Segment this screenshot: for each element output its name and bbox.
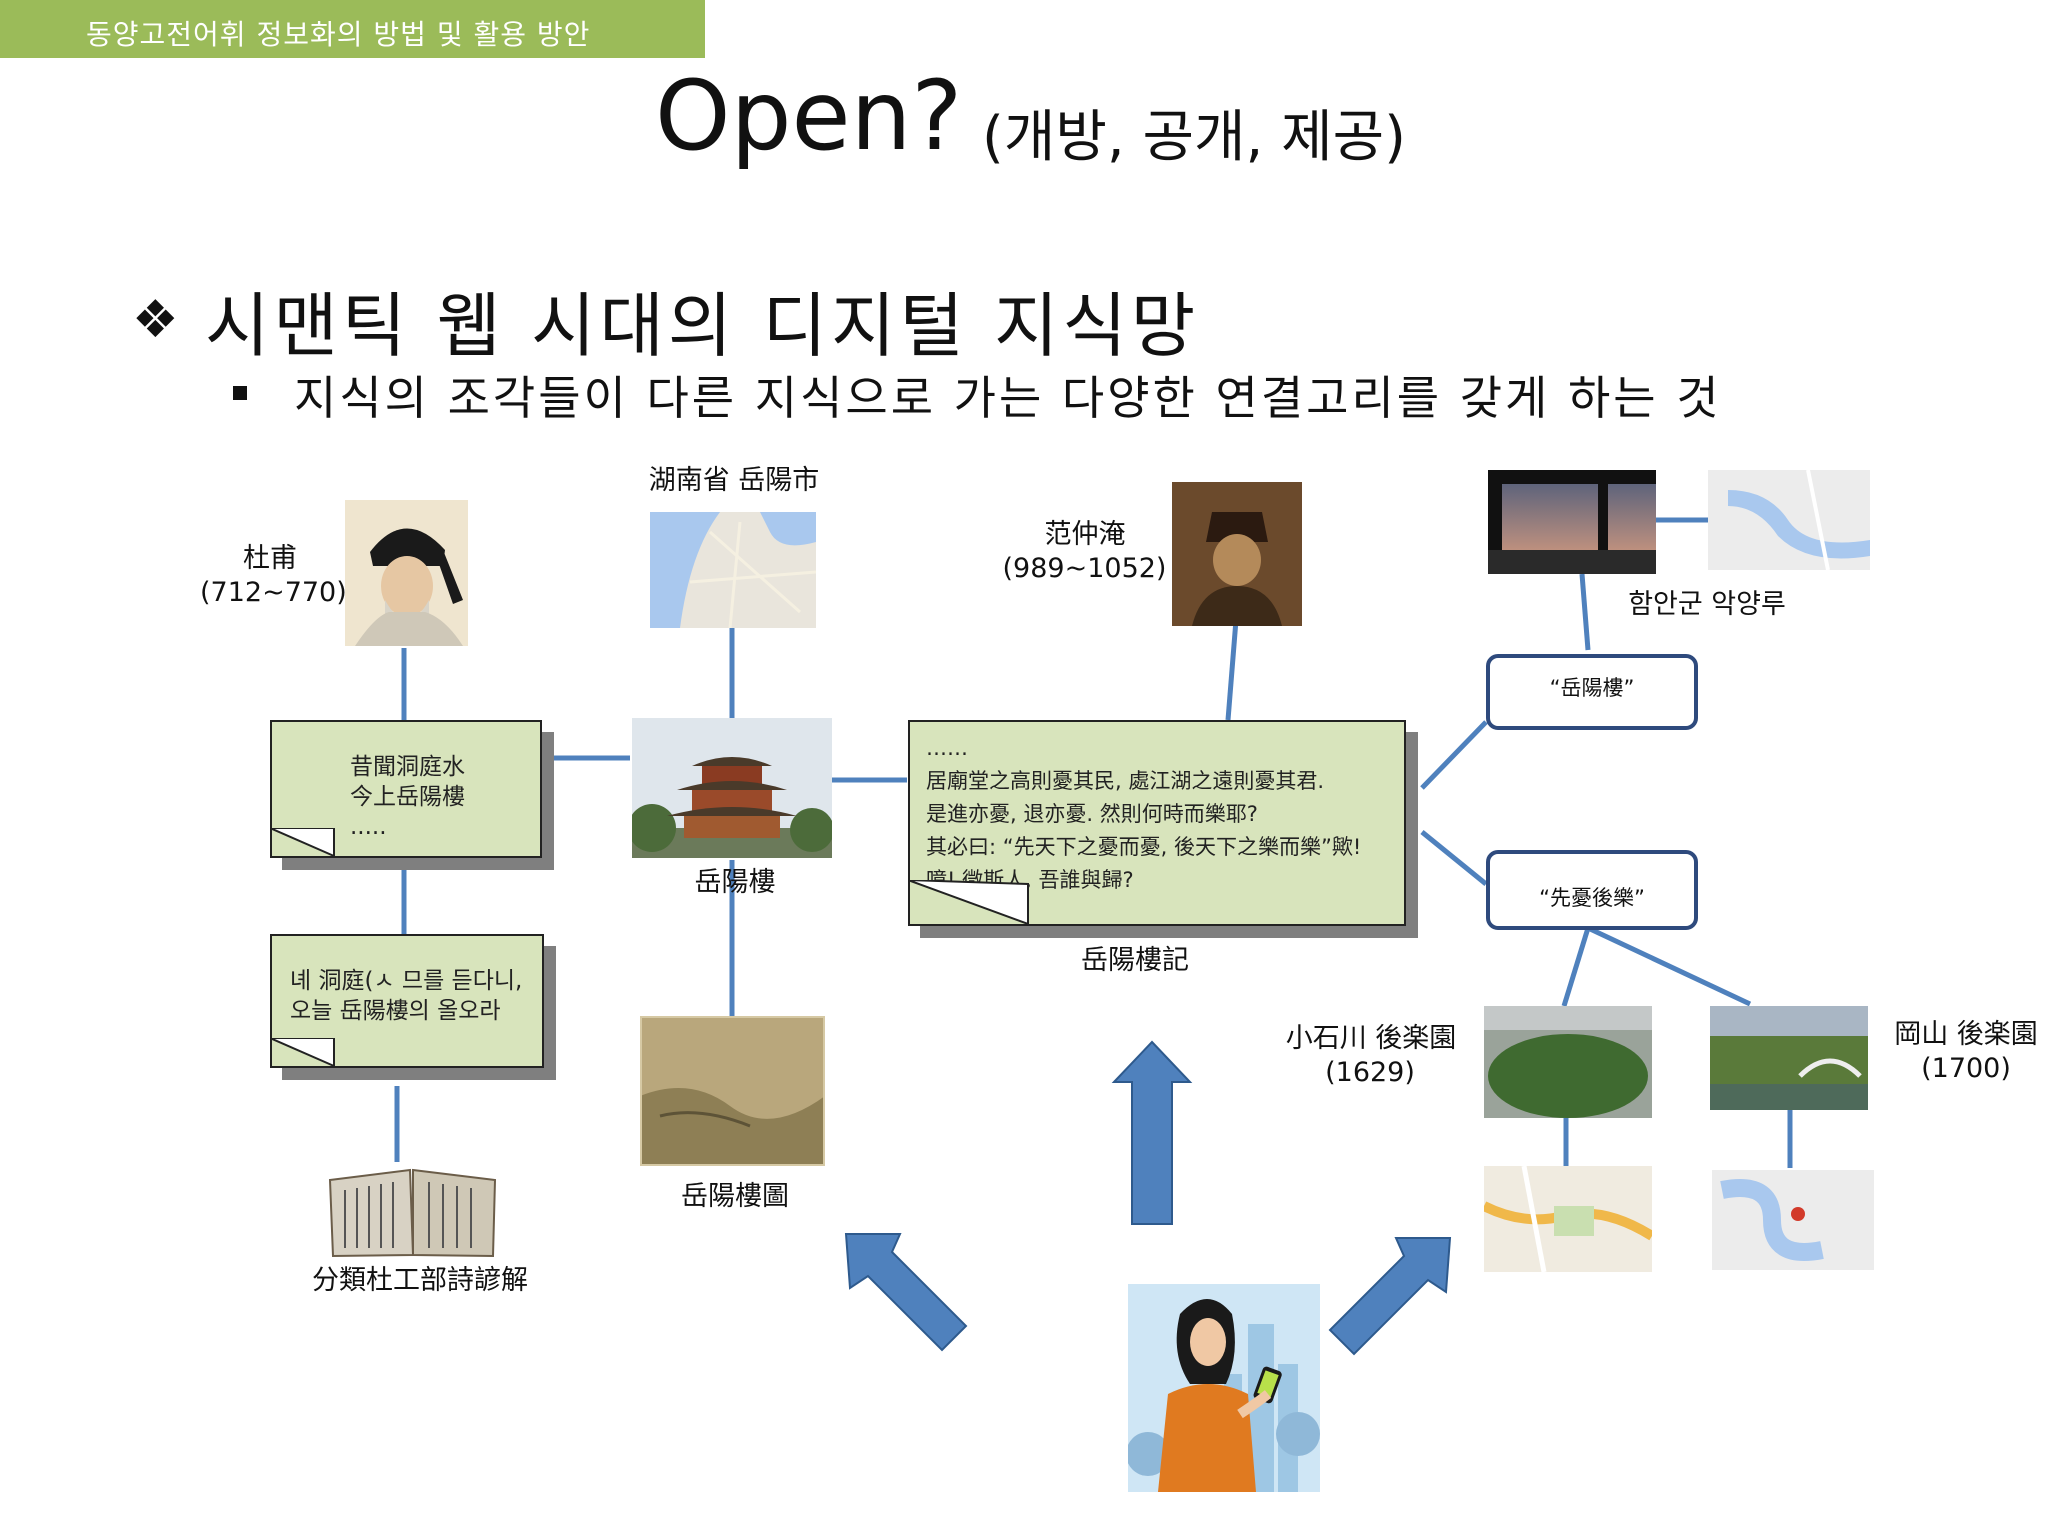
fan-name: 范仲淹 — [1044, 519, 1126, 550]
hunan-map — [650, 512, 816, 628]
okayama-year: (1700) — [1921, 1053, 2011, 1084]
dufu-years: (712~770) — [200, 577, 347, 608]
tag-xianyouhoule-text: “先憂後樂” — [1539, 886, 1645, 910]
korean-translation-note: 녜 洞庭(ㅅ 므를 듣다니, 오늘 岳陽樓의 올오라 ..... — [270, 934, 544, 1068]
diamond-bullet-icon: ❖ — [132, 290, 179, 350]
translation-line: 오늘 岳陽樓의 올오라 — [290, 998, 501, 1024]
book-label: 分類杜工部詩諺解 — [312, 1265, 528, 1296]
poem-line: 今上岳陽樓 — [350, 784, 465, 810]
page-fold-icon — [908, 880, 1029, 926]
koishikawa-map — [1484, 1166, 1652, 1272]
fan-portrait — [1172, 482, 1302, 626]
record-label: 岳陽樓記 — [1081, 945, 1189, 976]
okayama-map — [1712, 1170, 1874, 1270]
poem-note: 昔聞洞庭水 今上岳陽樓 ..... — [270, 720, 542, 858]
okayama-name: 岡山 後楽園 — [1894, 1019, 2038, 1050]
yueyang-tower-image — [632, 718, 832, 858]
tag-yueyanglou-text: “岳陽樓” — [1549, 676, 1635, 700]
section-subpoint: 지식의 조각들이 다른 지식으로 가는 다양한 연결고리를 갖게 하는 것 — [294, 371, 1722, 425]
haman-photo — [1488, 470, 1656, 574]
painting-label: 岳陽樓圖 — [681, 1181, 789, 1212]
poem-line: ..... — [350, 814, 387, 840]
record-line: 居廟堂之高則憂其民, 處江湖之遠則憂其君. — [926, 769, 1325, 793]
record-line: 其必曰: “先天下之憂而憂, 後天下之樂而樂”歟! — [926, 835, 1362, 859]
tower-painting-image — [640, 1016, 825, 1166]
slide-subtitle: (개방, 공개, 제공) — [982, 105, 1407, 170]
yueyang-record-note: …… 居廟堂之高則憂其民, 處江湖之遠則憂其君. 是進亦憂, 退亦憂. 然則何時… — [908, 720, 1406, 926]
page-fold-icon — [270, 1038, 335, 1068]
header-title: 동양고전어휘 정보화의 방법 및 활용 방안 — [86, 18, 591, 51]
dufu-name: 杜甫 — [243, 543, 297, 574]
header-bar — [0, 0, 705, 58]
record-line: 是進亦憂, 退亦憂. 然則何時而樂耶? — [926, 802, 1258, 826]
square-bullet-icon — [233, 386, 247, 400]
haman-label: 함안군 악양루 — [1628, 589, 1786, 620]
fan-years: (989~1052) — [1002, 553, 1167, 584]
record-line: …… — [926, 736, 968, 760]
slide-title: Open? — [655, 60, 963, 172]
okayama-photo — [1710, 1006, 1868, 1110]
hunan-label: 湖南省 岳陽市 — [648, 465, 820, 496]
section-heading: 시맨틱 웹 시대의 디지털 지식망 — [205, 285, 1200, 367]
book-image — [325, 1160, 500, 1260]
up-arrow-icon — [1111, 1040, 1193, 1225]
translation-line: 녜 洞庭(ㅅ 므를 듣다니, — [290, 968, 523, 994]
tag-yueyanglou: “岳陽樓” — [1486, 654, 1698, 730]
koishikawa-year: (1629) — [1325, 1057, 1415, 1088]
up-right-arrow-icon — [1328, 1237, 1452, 1356]
koishikawa-name: 小石川 後楽園 — [1285, 1023, 1457, 1054]
haman-map — [1708, 470, 1870, 570]
dufu-portrait — [345, 500, 468, 646]
page-fold-icon — [270, 828, 335, 858]
tag-xianyouhoule: “先憂後樂” — [1486, 850, 1698, 930]
tower-label: 岳陽樓 — [694, 867, 776, 898]
smartphone-user-image — [1128, 1284, 1320, 1492]
koishikawa-photo — [1484, 1006, 1652, 1118]
up-left-arrow-icon — [844, 1233, 968, 1352]
poem-line: 昔聞洞庭水 — [350, 754, 465, 780]
